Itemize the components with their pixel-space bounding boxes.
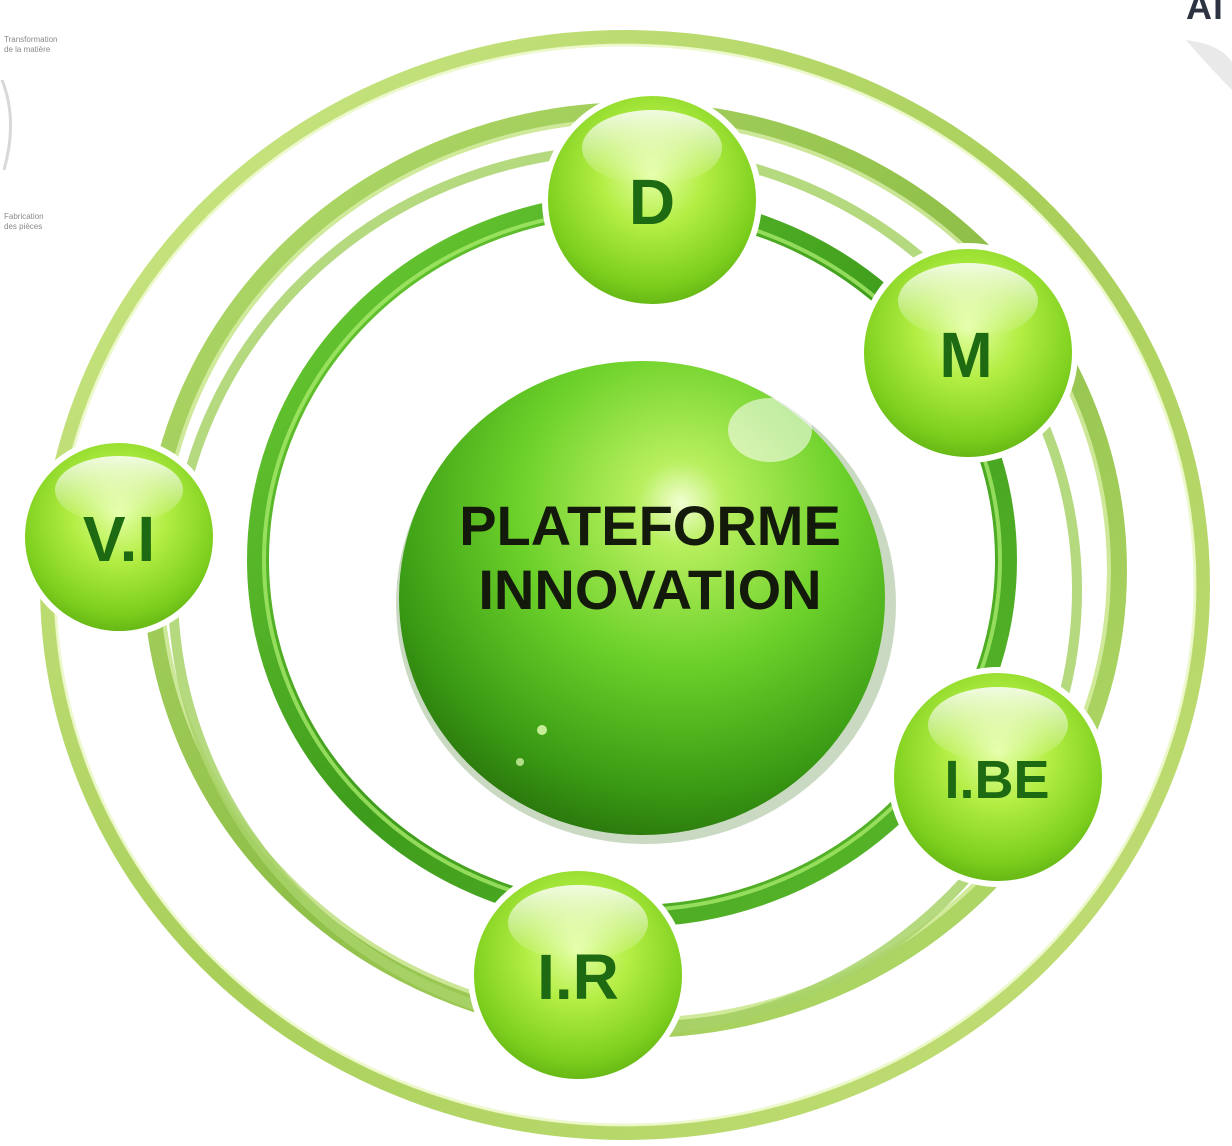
center-sphere <box>399 361 885 835</box>
node-ibe-label: I.BE <box>944 750 1050 810</box>
node-ibe-bubble <box>888 667 1108 887</box>
center-title-line-2: INNOVATION <box>478 558 822 621</box>
corner-logo-text: Al <box>1186 0 1224 27</box>
corner-shape <box>1186 40 1232 90</box>
sphere-sparkle-1 <box>537 725 547 735</box>
center-title: PLATEFORME INNOVATION <box>400 494 900 622</box>
side-note-fabrication: Fabrication des pièces <box>4 212 44 231</box>
center-sphere-glare <box>728 398 812 462</box>
node-m-label: M <box>939 319 993 391</box>
side-note-transformation: Transformation de la matière <box>4 35 58 54</box>
node-ir-bubble <box>468 865 688 1085</box>
node-vi-bubble <box>19 437 219 637</box>
node-d-label: D <box>628 166 676 238</box>
node-vi-label: V.I <box>82 503 156 575</box>
cropped-arc-left <box>0 79 12 171</box>
node-ir-label: I.R <box>537 941 619 1013</box>
node-d-bubble <box>542 90 762 310</box>
sphere-sparkle-2 <box>516 758 524 766</box>
node-m-bubble <box>858 243 1078 463</box>
center-title-line-1: PLATEFORME <box>459 494 841 557</box>
